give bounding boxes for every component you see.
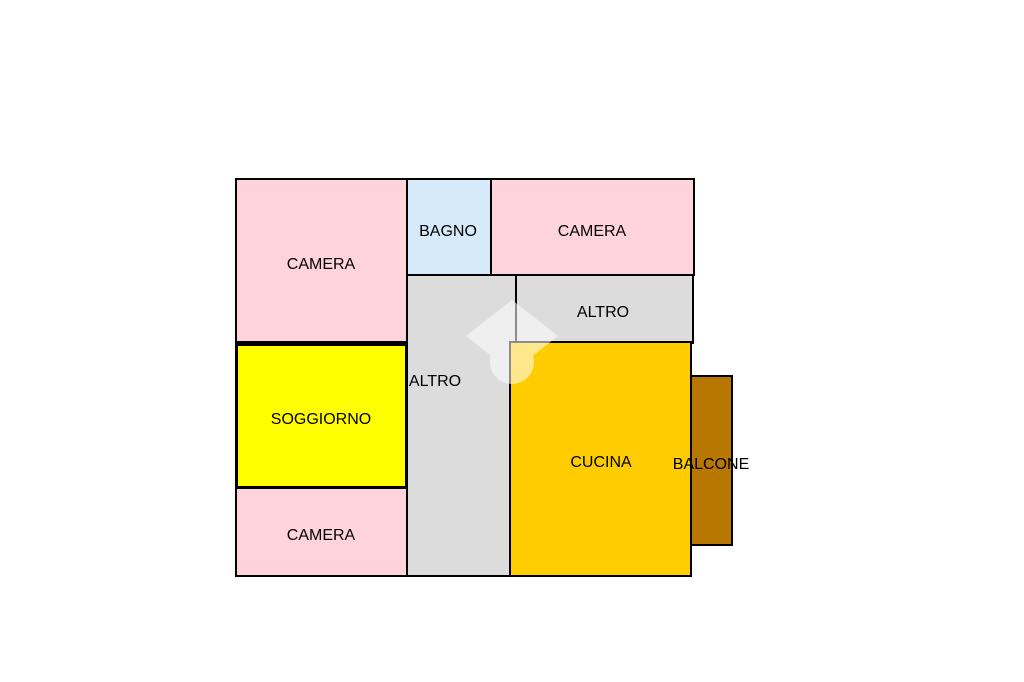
label-camera-bottom: CAMERA (286, 527, 356, 544)
room-camera-top-left (235, 178, 408, 343)
label-altro-right: ALTRO (576, 304, 630, 321)
room-camera-top-right (490, 178, 695, 276)
wall-top-overhang (235, 178, 631, 180)
label-bagno: BAGNO (419, 223, 477, 240)
house-logo-icon (466, 300, 558, 384)
wall-bottom-overhang (235, 575, 631, 577)
room-camera-bottom (235, 487, 408, 577)
room-cucina (509, 341, 692, 577)
label-balcone: BALCONE (672, 456, 750, 473)
label-camera-top-left: CAMERA (286, 256, 356, 273)
label-altro-corridor: ALTRO (408, 373, 462, 390)
room-soggiorno (235, 343, 408, 489)
label-cucina: CUCINA (570, 454, 632, 471)
label-soggiorno: SOGGIORNO (270, 411, 372, 428)
label-camera-top-right: CAMERA (557, 223, 627, 240)
